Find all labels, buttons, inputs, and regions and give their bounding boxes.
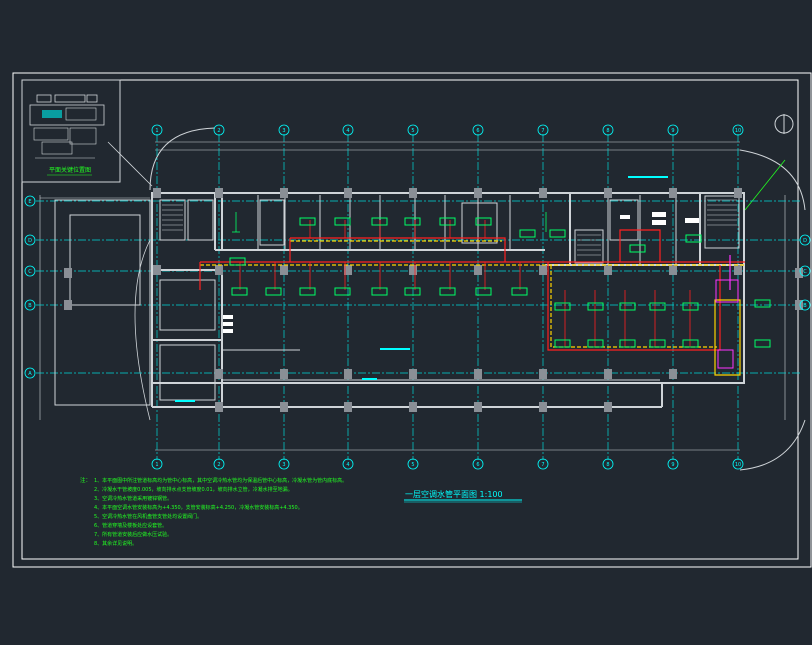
hvac-pipes bbox=[199, 229, 745, 376]
axis-label: 6 bbox=[476, 462, 479, 468]
axis-bubbles-right: D C B bbox=[799, 234, 811, 311]
axis-label: 1 bbox=[155, 128, 158, 134]
note-item: 1、本平面图中所注管道标高均为管中心标高，其中空调冷热水管均为保温后管中心标高，… bbox=[94, 477, 347, 484]
axis-label: 2 bbox=[217, 128, 220, 134]
axis-label: 9 bbox=[671, 128, 674, 134]
note-item: 7、所有管道安装后应做水压试验。 bbox=[94, 531, 172, 538]
north-arrow-icon bbox=[774, 114, 794, 134]
axis-label: A bbox=[28, 371, 32, 377]
drawing-title: 一层空调水管平面图 1:100 bbox=[405, 489, 503, 499]
axis-label: 7 bbox=[541, 462, 544, 468]
key-plan-leader bbox=[107, 141, 153, 187]
key-plan: 平面关键位置图 bbox=[21, 79, 121, 183]
axis-label: C bbox=[28, 269, 32, 275]
axis-label: 6 bbox=[476, 128, 479, 134]
axis-label: 10 bbox=[735, 128, 741, 134]
fan-coil-units bbox=[229, 217, 771, 348]
axis-label: D bbox=[28, 238, 32, 244]
general-notes: 注： 1、本平面图中所注管道标高均为管中心标高，其中空调冷热水管均为保温后管中心… bbox=[80, 476, 347, 547]
note-item: 8、其余详见说明。 bbox=[94, 540, 137, 547]
axis-label: 3 bbox=[282, 462, 285, 468]
equipment-blocks bbox=[223, 212, 699, 333]
axis-label: 2 bbox=[217, 462, 220, 468]
note-item: 6、管道穿墙及楼板处应设套管。 bbox=[94, 522, 167, 529]
axis-label: 9 bbox=[671, 462, 674, 468]
axis-label: 5 bbox=[411, 462, 414, 468]
note-item: 2、冷凝水干管坡度0.005，坡向排水点支管坡度0.01，坡向排水立管，冷凝水排… bbox=[94, 486, 293, 493]
axis-label: 8 bbox=[606, 128, 609, 134]
sheet-outer-border bbox=[12, 72, 812, 568]
note-item: 4、本平面空调水管安装标高为+4.350，支管安装标高+4.250，冷凝水管安装… bbox=[94, 504, 303, 511]
axis-label: 8 bbox=[606, 462, 609, 468]
axis-label: C bbox=[803, 269, 807, 275]
axis-bubbles-top: 1 2 3 4 5 6 7 8 9 10 bbox=[151, 124, 744, 136]
structural-columns bbox=[64, 188, 803, 412]
key-plan-caption: 平面关键位置图 bbox=[49, 166, 91, 174]
axis-bubbles-left: E D C B A bbox=[24, 195, 36, 379]
axis-label: 5 bbox=[411, 128, 414, 134]
axis-label: 7 bbox=[541, 128, 544, 134]
axis-label: 1 bbox=[155, 462, 158, 468]
axis-bubbles-bottom: 1 2 3 4 5 6 7 8 9 10 bbox=[151, 458, 744, 470]
axis-label: E bbox=[28, 199, 31, 205]
axis-label: 4 bbox=[346, 462, 349, 468]
axis-label: B bbox=[28, 303, 32, 309]
axis-label: 10 bbox=[735, 462, 741, 468]
axis-label: 4 bbox=[346, 128, 349, 134]
axis-label: B bbox=[803, 303, 807, 309]
notes-heading: 注： bbox=[80, 476, 91, 484]
note-item: 5、空调冷热水管在风机盘管支管处均设置阀门。 bbox=[94, 513, 202, 520]
note-item: 3、空调冷热水管道采用镀锌钢管。 bbox=[94, 495, 172, 502]
axis-label: D bbox=[803, 238, 807, 244]
axis-label: 3 bbox=[282, 128, 285, 134]
sheet-inner-border bbox=[21, 79, 799, 560]
building-walls bbox=[151, 192, 745, 408]
key-plan-frame bbox=[21, 79, 121, 183]
